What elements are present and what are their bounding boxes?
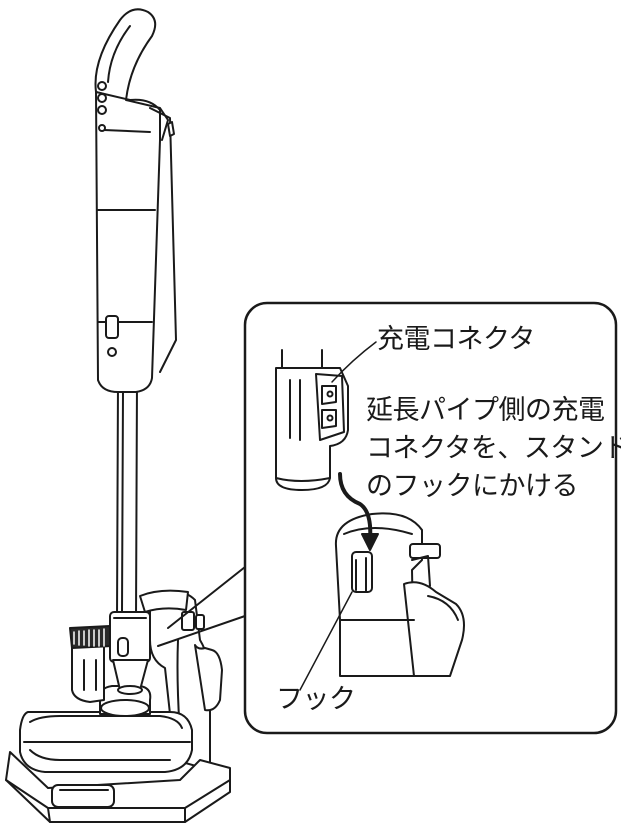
callout-pointer	[158, 567, 245, 646]
pipe-connector-housing	[110, 612, 150, 662]
hook-label: フック	[276, 684, 356, 715]
floor-nozzle	[20, 686, 192, 772]
instruction-line-1: 延長パイプ側の充電	[366, 395, 605, 426]
brush-attachment	[70, 626, 112, 702]
power-button-icon	[98, 82, 106, 90]
mode-button-icon	[98, 94, 106, 102]
connector-leader-line	[332, 342, 376, 382]
charging-stand	[140, 591, 222, 770]
base-handle-slot	[52, 785, 114, 807]
instruction-line-2: コネクタを、スタンド	[366, 433, 621, 464]
connector-label: 充電コネクタ	[377, 324, 535, 355]
extension-pipe	[110, 380, 150, 694]
release-button	[106, 316, 118, 338]
mode-indicator-icon	[98, 106, 106, 114]
zoom-pipe-connector	[276, 350, 348, 490]
instruction-line-3: のフックにかける	[366, 471, 578, 502]
zoom-stand-hook	[336, 513, 464, 676]
vacuum-main-body	[96, 9, 177, 392]
arrow-down-icon	[340, 474, 370, 540]
hook-leader-line	[300, 592, 352, 690]
instruction-text: 延長パイプ側の充電 コネクタを、スタンド のフックにかける	[366, 392, 621, 506]
floor-base	[6, 752, 230, 822]
